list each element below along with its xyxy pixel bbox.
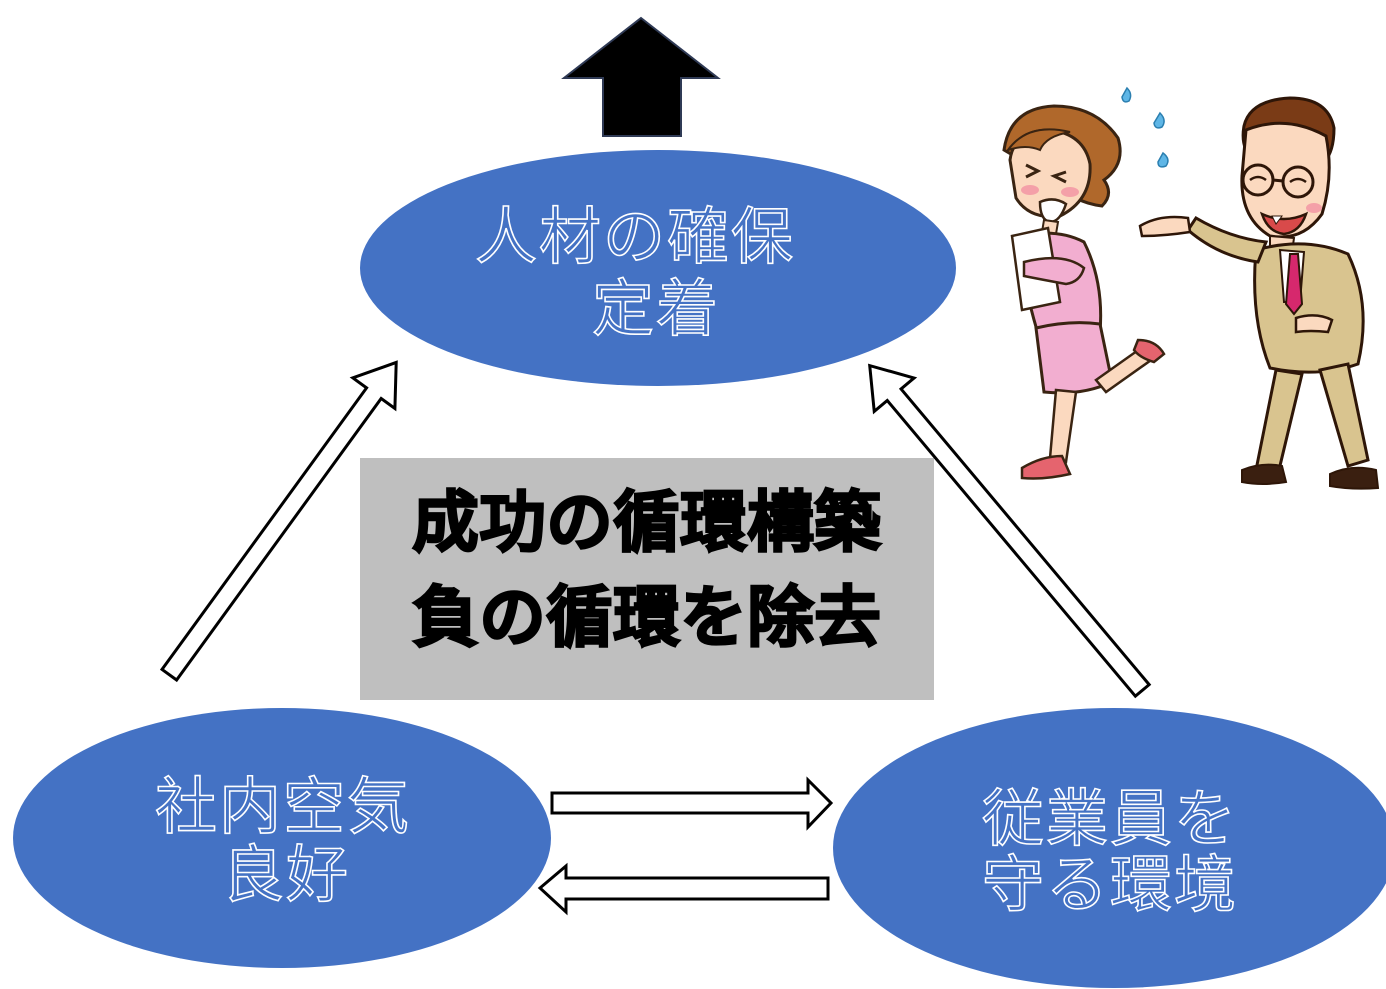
right-node-line2: 守る環境 [982,848,1238,921]
right-node-line1: 従業員を [982,782,1238,855]
top-node: 人材の確保 定着 [360,150,956,386]
center-box-line2: 負の循環を除去 [413,579,882,656]
right-node: 従業員を 守る環境 [833,708,1386,988]
harassment-illustration-icon [1002,86,1380,490]
left-node: 社内空気 良好 [13,708,551,968]
top-node-line2: 定着 [592,272,720,345]
right-arrow-icon [550,776,834,831]
right-diagonal-arrow-icon [868,363,1152,699]
center-box-line1: 成功の循環構築 [413,484,882,561]
left-node-line1: 社内空気 [155,770,411,843]
center-box: 成功の循環構築 負の循環を除去 [360,458,934,700]
left-diagonal-arrow-icon [159,360,398,683]
left-arrow-icon [537,862,830,916]
top-up-arrow-icon [561,16,721,137]
left-node-line2: 良好 [222,838,350,911]
top-node-line1: 人材の確保 [475,200,795,273]
